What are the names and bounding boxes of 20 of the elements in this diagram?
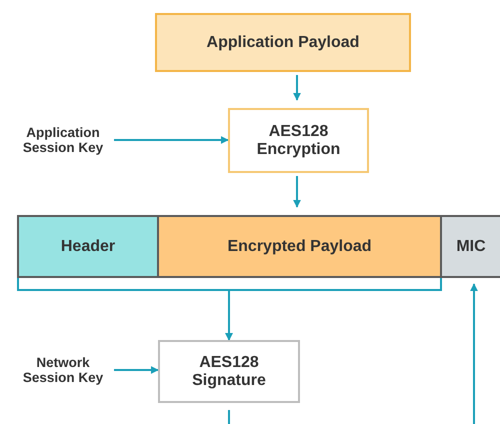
box-label: AES128 Encryption	[256, 122, 342, 158]
arrow	[114, 366, 159, 374]
process-box	[158, 340, 300, 403]
process-box	[228, 108, 369, 173]
box-label: MIC	[456, 238, 486, 256]
payload-field	[157, 215, 442, 278]
box-label: Application Payload	[206, 34, 360, 52]
arrow	[293, 176, 301, 208]
arrow	[470, 283, 478, 424]
box-label: Encrypted Payload	[227, 238, 372, 256]
arrow	[114, 136, 229, 144]
header-field	[17, 215, 159, 278]
box-label: Header	[60, 238, 116, 256]
arrow	[293, 75, 301, 101]
arrow	[225, 278, 442, 341]
box-label: AES128 Signature	[191, 354, 267, 390]
process-box	[155, 13, 411, 72]
input-label: Network Session Key	[22, 355, 104, 385]
mic-field	[440, 215, 500, 278]
input-label: Application Session Key	[22, 125, 104, 155]
